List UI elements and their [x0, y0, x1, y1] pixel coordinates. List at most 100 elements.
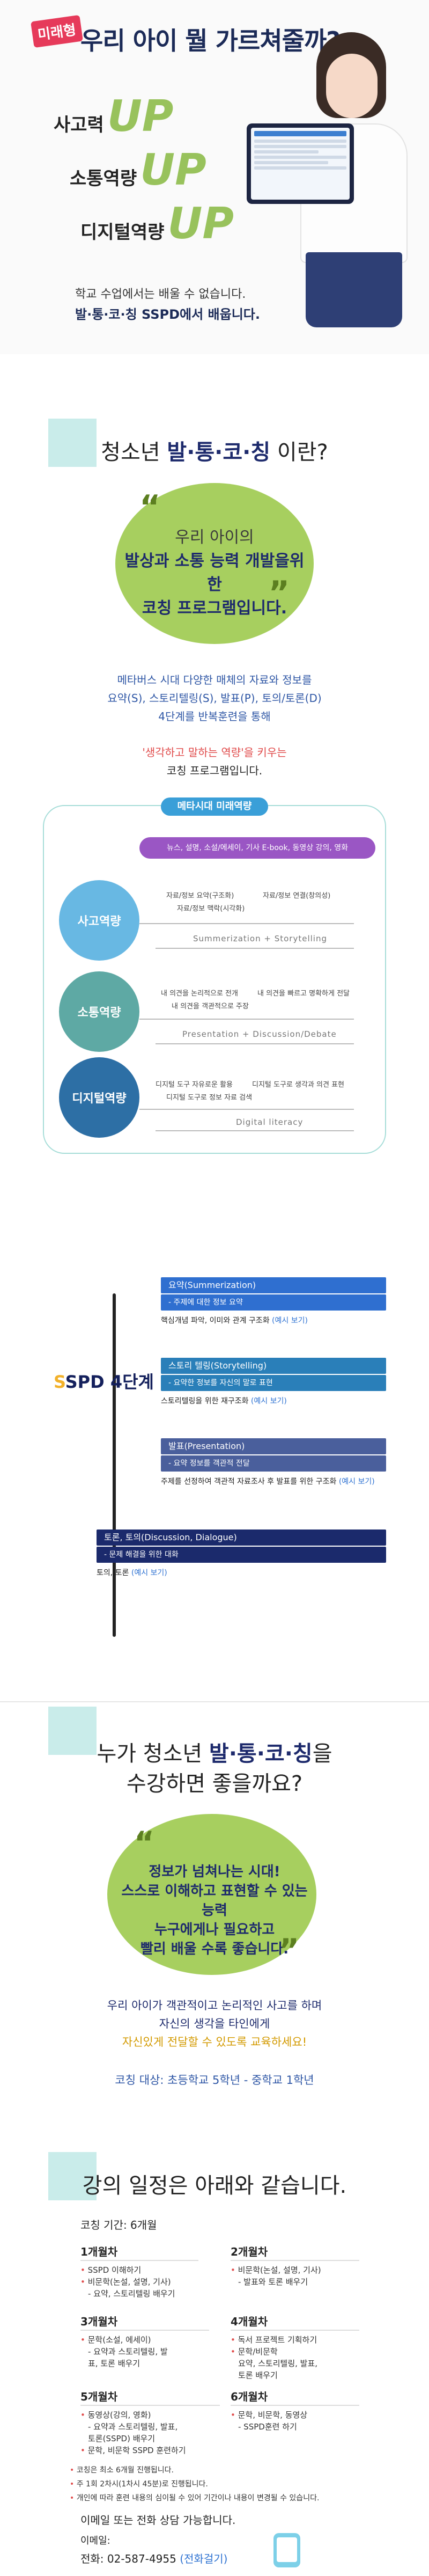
decorative-square [48, 1707, 97, 1755]
circle-label: 사고역량 [77, 915, 121, 928]
hero-row-label: 디지털역량 [80, 222, 165, 243]
month-item: 표, 토론 배우기 [88, 2359, 140, 2368]
decorative-square [48, 419, 97, 467]
month-item: - 요약과 스토리텔링, 발표, [88, 2422, 178, 2432]
diagram-note: 자료/정보 요약(구조화) [166, 892, 234, 900]
call-link[interactable]: (전화걸기) [180, 2552, 228, 2565]
desc-line: 우리 아이가 객관적이고 논리적인 사고를 하며 [107, 1999, 322, 2012]
month-item: 토론(SSPD) 배우기 [88, 2434, 156, 2443]
quote-line: 우리 아이의 [175, 528, 254, 547]
diagram-header: 메타시대 미래역량 [161, 797, 268, 816]
who-title-line1: 누가 청소년 발·통·코·칭을 [0, 1739, 429, 1769]
month-list: • SSPD 이해하기 • 비문학(논설, 설명, 기사) - 요약, 스토리텔… [80, 2264, 198, 2300]
month-item: - 요약, 스토리텔링 배우기 [88, 2289, 175, 2299]
month-3: 3개월차 • 문학(소설, 에세이) - 요약과 스토리텔링, 발 표, 토론 … [80, 2313, 209, 2369]
phone-icon[interactable] [273, 2533, 300, 2567]
diagram-line [139, 1019, 354, 1020]
example-link[interactable]: (예시 보기) [250, 1397, 287, 1406]
media-types-bar: 뉴스, 설명, 소설/에세이, 기사 E-book, 동영상 강의, 영화 [139, 837, 375, 859]
desc-line: 자신있게 전달할 수 있도록 교육하세요! [122, 2036, 307, 2048]
sspd-step-1: 요약(Summerization) - 주제에 대한 정보 요약 핵심개념 파악… [161, 1277, 386, 1326]
example-link[interactable]: (예시 보기) [272, 1316, 308, 1325]
month-list: • 비문학(논설, 설명, 기사) - 발표와 토론 배우기 [231, 2264, 359, 2288]
sspd-step-2: 스토리 텔링(Storytelling) - 요약한 정보를 자신의 말로 표현… [161, 1358, 386, 1406]
diagram-note: 디지털 도구로 생각과 의견 표현 [252, 1081, 345, 1089]
diagram-note: 내 의견을 객관적으로 주장 [172, 1002, 249, 1011]
sspd-step-3: 발표(Presentation) - 요약 정보를 객관적 전달 주제를 선정하… [161, 1438, 386, 1487]
diagram-line [139, 923, 354, 924]
note-item: 개인에 따라 훈련 내용의 심이될 수 있어 기간이나 내용이 변경될 수 있습… [76, 2494, 320, 2502]
step-desc: 스토리텔링을 위한 재구조화 (예시 보기) [161, 1395, 386, 1406]
hero-row-thinking: 사고력UP [54, 91, 173, 141]
desc-line: 요약(S), 스토리텔링(S), 발표(P), 토의/토론(D) [107, 692, 322, 705]
month-list: • 동영상(강의, 영화) - 요약과 스토리텔링, 발표, 토론(SSPD) … [80, 2409, 220, 2456]
example-link[interactable]: (예시 보기) [338, 1477, 375, 1486]
contact-heading: 이메일 또는 전화 상담 가능합니다. [80, 2514, 236, 2527]
circle-label: 디지털역량 [72, 1092, 127, 1106]
diagram-note: 내 의견을 논리적으로 전개 [161, 990, 238, 998]
phone-label: 전화: 02-587-4955 [80, 2552, 180, 2565]
who-title-prefix: 누가 청소년 [97, 1741, 209, 1766]
coaching-target: 코칭 대상: 초등학교 5학년 - 중학교 1학년 [115, 2074, 314, 2087]
diagram-note: 자료/정보 맥락(시각화) [177, 905, 245, 913]
intro-description-2: '생각하고 말하는 역량'을 키우는 코칭 프로그램입니다. [0, 743, 429, 780]
month-item: 요약, 스토리텔링, 발표, [238, 2359, 318, 2368]
intro-title-strong: 발·통·코·칭 [167, 440, 271, 465]
sspd-title-rest: SPD 4단계 [65, 1372, 154, 1392]
who-title: 누가 청소년 발·통·코·칭을 수강하면 좋을까요? [0, 1739, 429, 1799]
desc-line: '생각하고 말하는 역량'을 키우는 [142, 746, 287, 759]
step-desc: 핵심개념 파악, 이미와 관계 구조화 (예시 보기) [161, 1315, 386, 1326]
month-item: 토론 배우기 [238, 2370, 278, 2380]
hero-subtitle: 학교 수업에서는 배울 수 없습니다. [75, 288, 246, 301]
month-item: 문학, 비문학, 동영상 [238, 2410, 308, 2420]
diagram-line [156, 1043, 354, 1044]
diagram-note: 내 의견을 빠르고 명확하게 전달 [257, 990, 350, 998]
who-title-suffix: 을 [312, 1741, 332, 1766]
phone-line: 전화: 02-587-4955 (전화걸기) [80, 2550, 227, 2566]
up-text: UP [167, 199, 234, 248]
vine-decoration [113, 1293, 116, 1637]
who-quote-text: 정보가 넘쳐나는 시대! 스스로 이해하고 표현할 수 있는 능력 누구에게나 … [118, 1862, 311, 1959]
step-bar: 발표(Presentation) [161, 1438, 386, 1454]
example-link[interactable]: (예시 보기) [131, 1569, 167, 1577]
decorative-square [48, 2152, 97, 2200]
diagram-formula: Presentation + Discussion/Debate [182, 1029, 337, 1039]
circle-digital: 디지털역량 [59, 1057, 139, 1138]
step-bar-sub: - 문제 해결을 위한 대화 [97, 1547, 386, 1563]
circle-communication: 소통역량 [59, 971, 139, 1052]
month-5: 5개월차 • 동영상(강의, 영화) - 요약과 스토리텔링, 발표, 토론(S… [80, 2388, 220, 2456]
who-title-strong: 발·통·코·칭 [209, 1741, 313, 1766]
quote-close-mark: ” [279, 1932, 300, 1968]
divider [0, 1701, 429, 1702]
month-item: - 발표와 토론 배우기 [238, 2277, 308, 2287]
coaching-period: 코칭 기간: 6개월 [80, 2219, 157, 2231]
month-item: 문학(소설, 에세이) [87, 2335, 151, 2345]
step-desc-text: 핵심개념 파악, 이미와 관계 구조화 [161, 1316, 270, 1325]
diagram-note: 디지털 도구로 정보 자료 검색 [166, 1094, 253, 1102]
intro-title: 청소년 발·통·코·칭 이란? [0, 435, 429, 466]
hero-badge: 미래형 [31, 14, 83, 48]
month-item: - SSPD훈련 하기 [238, 2422, 297, 2432]
month-item: SSPD 이해하기 [87, 2265, 142, 2275]
step-bar-sub: - 주제에 대한 정보 요약 [161, 1294, 386, 1311]
sspd-title-accent: S [54, 1372, 65, 1392]
hero-section: 미래형 우리 아이 뭘 가르쳐줄까? 사고력UP 소통역량UP 디지털역량UP … [0, 0, 429, 354]
hero-title: 우리 아이 뭘 가르쳐줄까? [80, 26, 341, 55]
desc-line: 코칭 프로그램입니다. [166, 764, 263, 777]
quote-line: 누구에게나 필요하고 [154, 1922, 275, 1938]
quote-circle [115, 483, 314, 644]
desc-line: 자신의 생각을 타인에게 [159, 2017, 270, 2030]
month-4: 4개월차 • 독서 프로젝트 기획하기 • 문학/비문학 요약, 스토리텔링, … [231, 2313, 359, 2381]
quote-open-mark: “ [134, 1825, 155, 1861]
month-title: 2개월차 [231, 2243, 359, 2261]
step-desc-text: 스토리텔링을 위한 재구조화 [161, 1397, 249, 1406]
quote-line: 코칭 프로그램입니다. [142, 599, 287, 618]
month-title: 4개월차 [231, 2313, 359, 2331]
circle-thinking: 사고역량 [59, 880, 139, 961]
quote-line: 빨리 배울 수록 좋습니다. [140, 1941, 289, 1957]
step-bar: 요약(Summerization) [161, 1277, 386, 1293]
diagram-note: 디지털 도구 자유로운 활용 [156, 1081, 233, 1089]
step-bar-sub: - 요약 정보를 객관적 전달 [161, 1455, 386, 1472]
schedule-title: 강의 일정은 아래와 같습니다. [82, 2174, 347, 2198]
month-title: 3개월차 [80, 2313, 209, 2331]
